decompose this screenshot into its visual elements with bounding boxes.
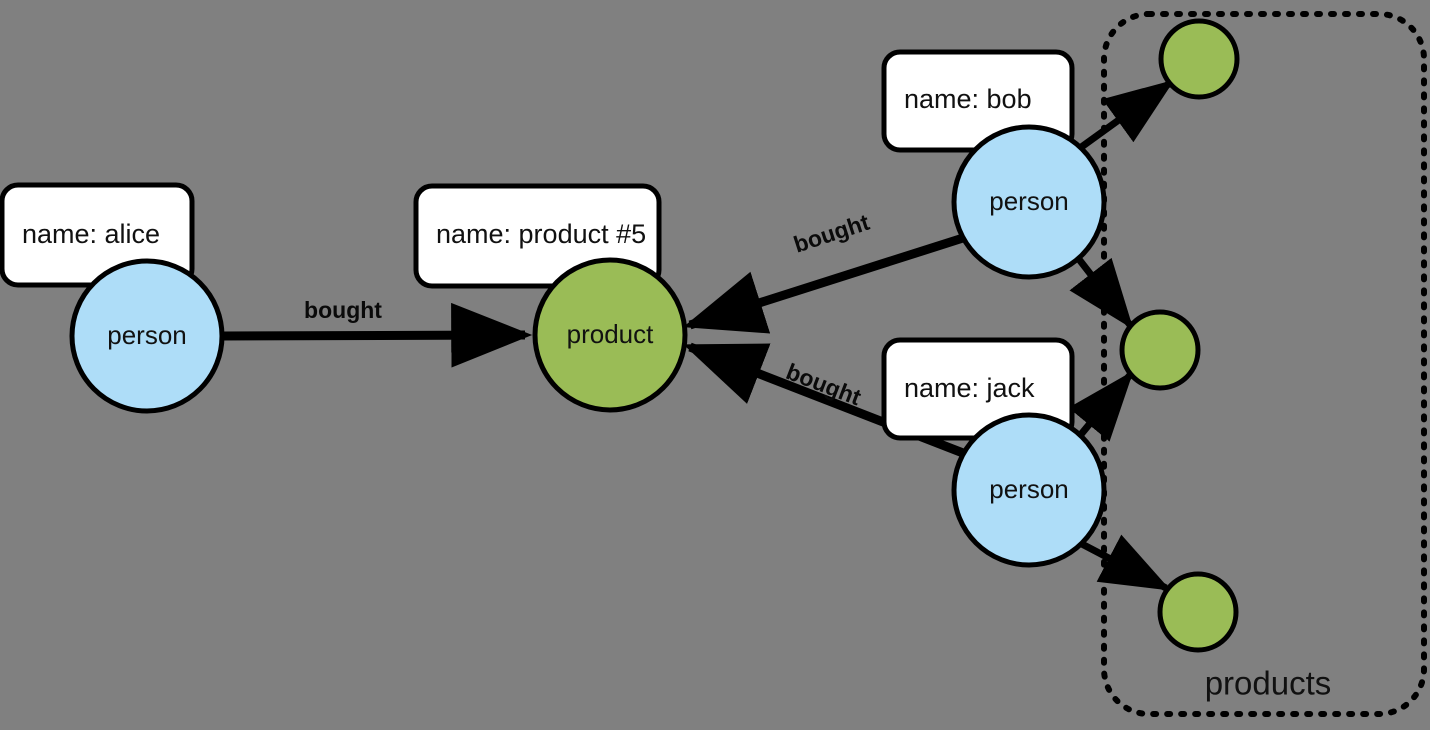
node-jack[interactable] — [951, 412, 1107, 568]
node-product-bottom[interactable] — [1157, 571, 1239, 653]
property-label-jack: name: jack — [904, 373, 1035, 403]
edge-bob-to-product-middle — [1069, 255, 1134, 330]
edge-jack-to-product-middle — [1068, 370, 1134, 442]
property-label-alice: name: alice — [22, 219, 160, 249]
node-alice[interactable] — [69, 258, 225, 414]
node-label-bob: person — [989, 186, 1069, 216]
property-label-bob: name: bob — [904, 84, 1032, 114]
edge-jack-to-product-bottom — [1078, 534, 1171, 592]
edge-label-alice-bought: bought — [304, 297, 382, 323]
node-product5[interactable] — [532, 257, 688, 413]
edge-label-bob-bought: bought — [790, 209, 872, 258]
node-label-alice: person — [107, 320, 187, 350]
node-product-top[interactable] — [1158, 18, 1240, 100]
node-bob[interactable] — [951, 124, 1107, 280]
node-product-middle[interactable] — [1119, 309, 1201, 391]
edge-bob-bought-product5 — [683, 233, 965, 334]
node-label-product5: product — [567, 319, 654, 349]
node-label-jack: person — [989, 474, 1069, 504]
edge-alice-bought-product5 — [221, 302, 533, 368]
products-group-outline — [1101, 11, 1427, 717]
products-group-label: products — [1205, 665, 1332, 702]
property-label-product5: name: product #5 — [436, 219, 646, 249]
edge-bob-to-product-top — [1077, 79, 1175, 151]
